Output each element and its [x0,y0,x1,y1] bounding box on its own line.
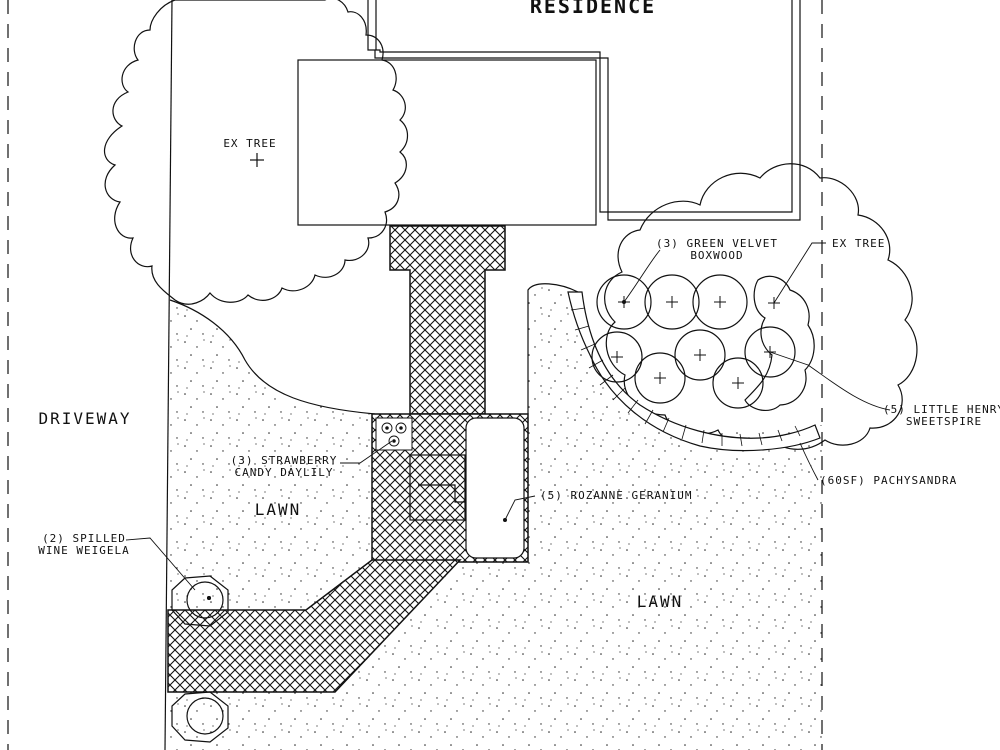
driveway-label: DRIVEWAY [38,409,131,428]
sweetspire-shrub [712,357,764,409]
residence-label: RESIDENCE [530,0,656,18]
herringbone-walkway [167,225,529,693]
paver-border-arc [567,291,821,452]
boxwood-shrub [596,274,652,330]
ex-tree-label-left: EX TREE [223,137,276,150]
weigela-label-line2: WINE WEIGELA [38,544,129,557]
boxwood-label-line2: BOXWOOD [690,249,743,262]
weigela-shrub [171,575,229,627]
residence [297,0,801,226]
existing-tree-left [104,0,409,305]
weigela-label-line1: (2) SPILLED [42,532,126,545]
lawn-label-right: LAWN [637,592,684,611]
weigela-shrub [171,691,229,743]
inner-planter [409,454,466,521]
boxwood-label-line1: (3) GREEN VELVET [656,237,778,250]
boxwood-shrub [692,274,748,330]
sweetspire-label-line1: (5) LITTLE HENRY [883,403,1000,416]
geranium-label: (5) ROZANNE GERANIUM [540,489,692,502]
sweetspire-shrub [634,352,686,404]
leader-lines [125,242,891,591]
boxwood-shrub [644,274,700,330]
geranium-bed [465,417,525,559]
daylily-label-line1: (3) STRAWBERRY [231,454,338,467]
diagonal-walkway [167,559,462,693]
daylily-flowers [381,422,407,447]
planting-bed-edge [527,283,579,414]
sweetspire-label-line2: SWEETSPIRE [906,415,982,428]
sweetspire-shrub [744,275,815,412]
daylily-label-line2: CANDY DAYLILY [234,466,333,479]
walkway-head [389,225,506,415]
existing-tree-right [604,163,918,450]
pachysandra-label: (60SF) PACHYSANDRA [820,474,957,487]
weigela-shrubs [171,575,229,743]
sweetspire-shrub [591,331,643,383]
porch [297,59,597,226]
sweetspire-shrub [674,329,726,381]
lawn-label-left: LAWN [255,500,302,519]
lawn-edge [169,299,376,415]
shrub-center-marks [611,296,780,389]
sweetspire-shrub [744,326,796,378]
ex-tree-label-right: EX TREE [832,237,885,250]
